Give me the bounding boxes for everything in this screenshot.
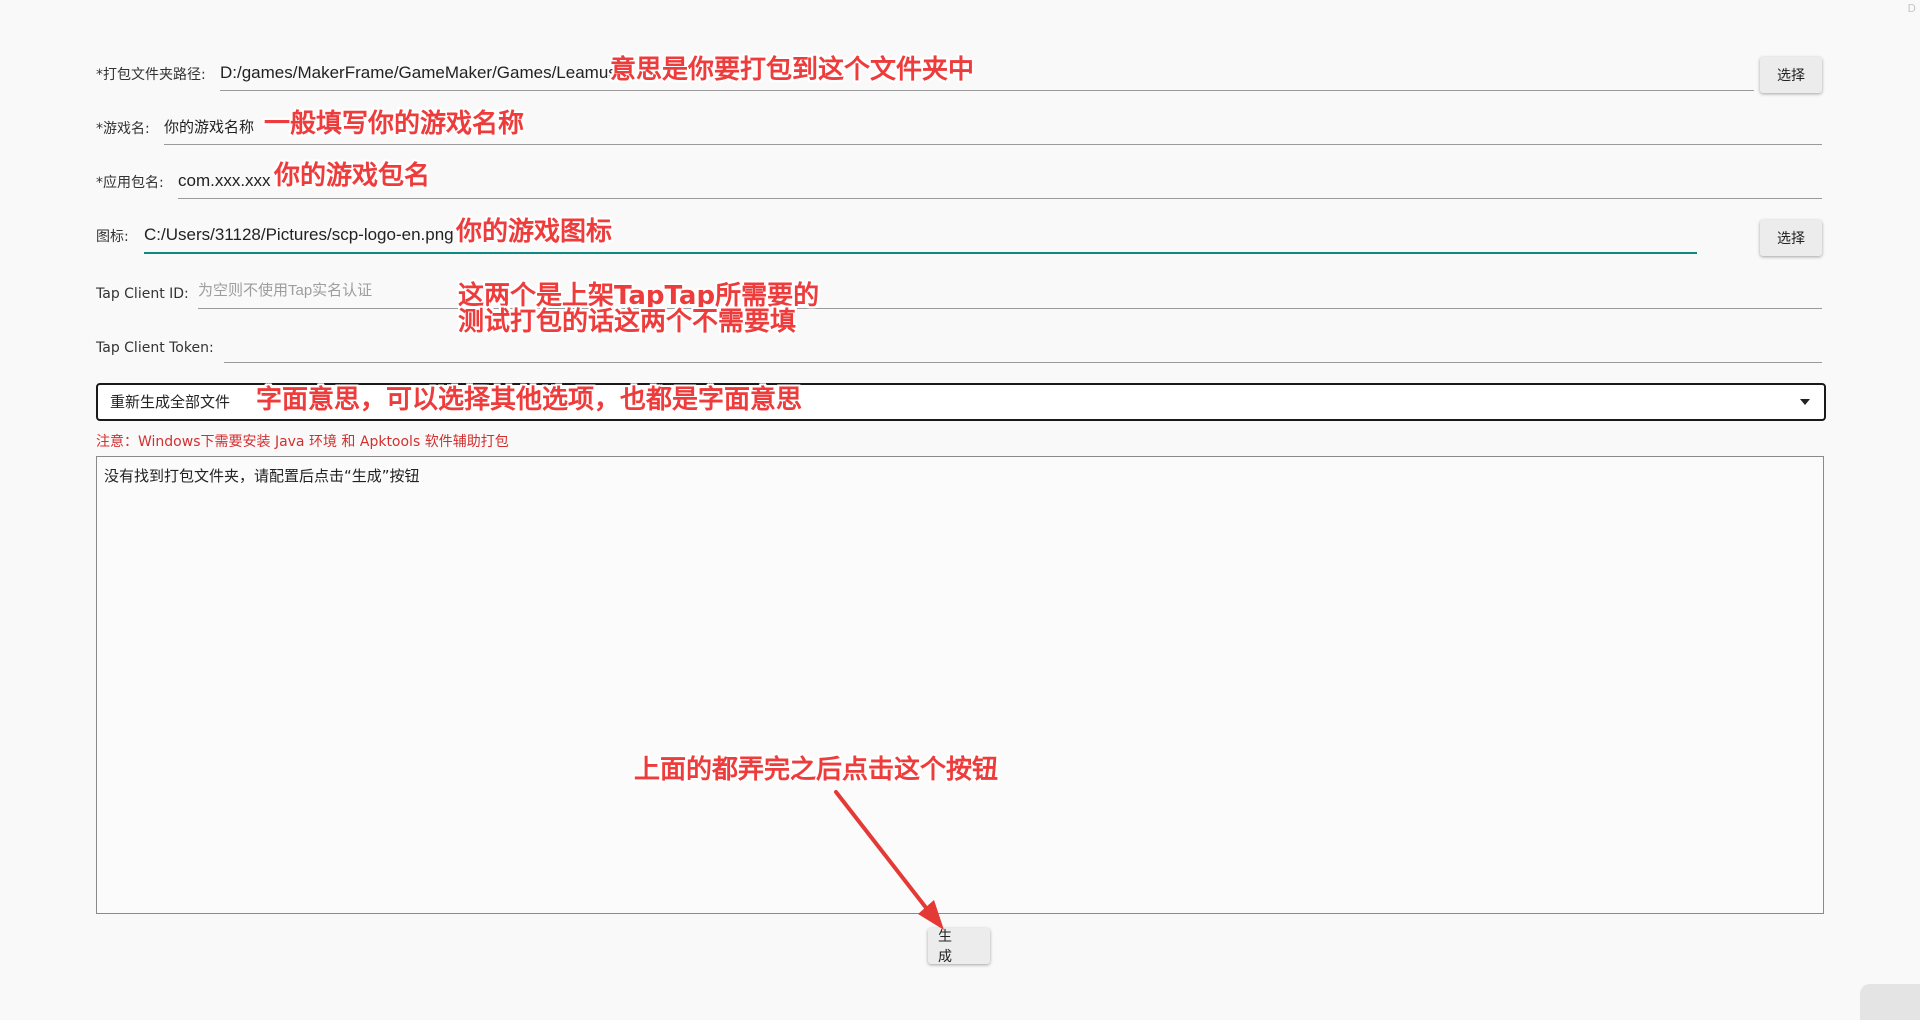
icon-choose-button[interactable]: 选择 (1760, 220, 1822, 256)
annotation-generate: 上面的都弄完之后点击这个按钮 (634, 755, 999, 785)
game-name-row: *游戏名: 你的游戏名称 (96, 110, 1822, 146)
output-log[interactable]: 没有找到打包文件夹，请配置后点击“生成”按钮 (96, 456, 1824, 914)
annotation-tap-line2: 测试打包的话这两个不需要填 (458, 307, 797, 337)
chevron-down-icon (1800, 399, 1810, 405)
game-name-label: *游戏名: (96, 121, 150, 137)
tap-client-id-row: Tap Client ID: 为空则不使用Tap实名认证 (96, 274, 1822, 310)
annotation-icon: 你的游戏图标 (456, 217, 613, 247)
mode-select-value: 重新生成全部文件 (110, 393, 231, 411)
package-name-label: *应用包名: (96, 175, 164, 191)
pack-path-row: *打包文件夹路径: D:/games/MakerFrame/GameMaker/… (96, 56, 1822, 92)
package-name-input[interactable]: com.xxx.xxx (178, 164, 1822, 199)
output-log-text: 没有找到打包文件夹，请配置后点击“生成”按钮 (104, 467, 420, 485)
requirement-notice: 注意：Windows下需要安装 Java 环境 和 Apktools 软件辅助打… (96, 434, 509, 450)
annotation-tap-line1: 这两个是上架TapTap所需要的 (458, 281, 820, 311)
icon-label: 图标: (96, 229, 129, 245)
corner-mark: D (1907, 2, 1916, 15)
tap-client-token-input[interactable] (224, 328, 1822, 363)
tap-client-id-input[interactable]: 为空则不使用Tap实名认证 (198, 274, 1822, 309)
annotation-game-name: 一般填写你的游戏名称 (264, 109, 525, 139)
pack-path-label: *打包文件夹路径: (96, 67, 206, 83)
tap-client-token-label: Tap Client Token: (96, 340, 214, 356)
icon-path-input[interactable]: C:/Users/31128/Pictures/scp-logo-en.png (144, 218, 1697, 254)
game-name-input[interactable]: 你的游戏名称 (164, 110, 1822, 145)
corner-widget[interactable] (1860, 984, 1920, 1020)
package-name-row: *应用包名: com.xxx.xxx (96, 164, 1822, 200)
mode-select[interactable]: 重新生成全部文件 (96, 383, 1826, 421)
pack-path-choose-button[interactable]: 选择 (1760, 57, 1822, 93)
tap-client-id-label: Tap Client ID: (96, 286, 189, 302)
generate-button[interactable]: 生 成 (928, 928, 990, 965)
tap-client-token-row: Tap Client Token: (96, 328, 1822, 364)
pack-path-input[interactable]: D:/games/MakerFrame/GameMaker/Games/Leam… (220, 56, 1754, 91)
icon-row: 图标: C:/Users/31128/Pictures/scp-logo-en.… (96, 218, 1822, 254)
annotation-package-name: 你的游戏包名 (274, 161, 431, 191)
annotation-pack-path: 意思是你要打包到这个文件夹中 (610, 55, 975, 85)
annotation-mode-select: 字面意思，可以选择其他选项，也都是字面意思 (256, 385, 803, 415)
